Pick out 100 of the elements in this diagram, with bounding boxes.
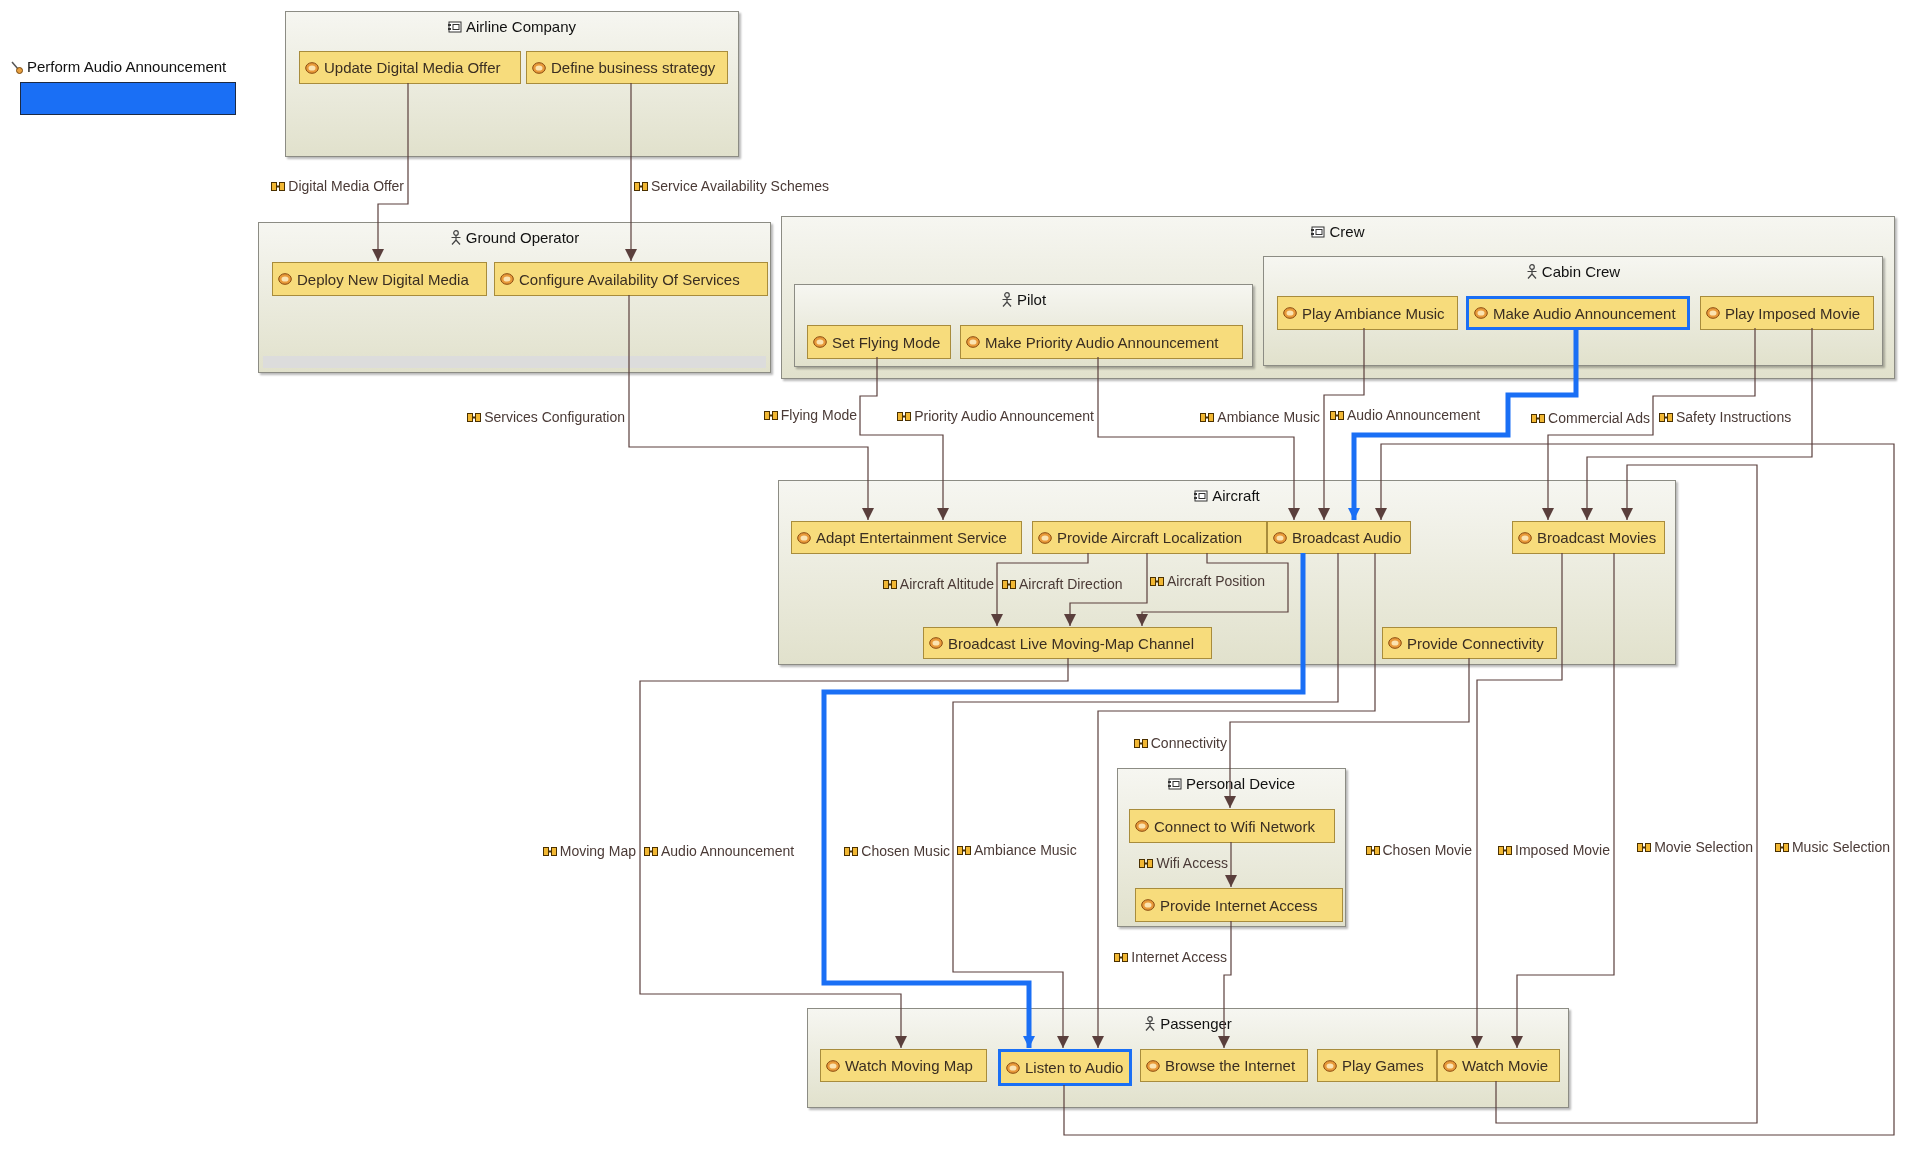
container-title: Personal Device (1185, 775, 1296, 792)
function-label: Adapt Entertainment Service (816, 529, 1007, 546)
function-label: Connect to Wifi Network (1154, 817, 1315, 835)
edge-label: Aircraft Direction (1019, 576, 1123, 592)
container-title: Aircraft (1212, 487, 1260, 504)
function-label: Broadcast Live Moving-Map Channel (948, 634, 1194, 652)
edge-label: Internet Access (1131, 949, 1227, 965)
edge-label: Safety Instructions (1676, 409, 1792, 425)
arrow (1581, 327, 1813, 521)
arrow (1064, 552, 1148, 627)
function-box (272, 262, 487, 296)
edge-label: Imposed Movie (1515, 842, 1610, 858)
function-box (923, 627, 1212, 659)
arrow (1471, 552, 1563, 1049)
edge-label: Ambiance Music (974, 842, 1077, 858)
arrow (1136, 552, 1289, 627)
edge-label: Services Configuration (484, 409, 625, 425)
container-title: Crew (1329, 223, 1365, 240)
function-box (998, 1049, 1132, 1086)
function-box (1277, 296, 1458, 330)
arrow (1511, 552, 1615, 1049)
function-label: Make Priority Audio Announcement (985, 333, 1219, 351)
function-label: Watch Moving Map (845, 1057, 973, 1074)
function-label: Broadcast Audio (1292, 529, 1402, 546)
entity-container (781, 216, 1895, 379)
entity-container (1117, 768, 1346, 927)
function-label: Watch Movie (1462, 1057, 1549, 1074)
entity-container (778, 480, 1676, 665)
function-label: Define business strategy (551, 59, 716, 76)
arrow (1318, 327, 1365, 521)
function-box (820, 1049, 987, 1082)
function-box (526, 51, 728, 84)
function-box (1140, 1049, 1308, 1082)
function-label: Listen to Audio (1025, 1059, 1124, 1076)
edge-label: Wifi Access (1156, 855, 1228, 871)
function-box (1032, 521, 1267, 554)
function-box (494, 262, 768, 296)
edge-label: Audio Announcement (1347, 407, 1481, 423)
edge-label: Moving Map (559, 843, 636, 859)
arrow (372, 82, 409, 262)
edge-label: Music Selection (1791, 839, 1890, 855)
arrow (628, 294, 874, 521)
function-box (1129, 809, 1335, 843)
legend-label: Perform Audio Announcement (27, 58, 227, 75)
function-box (1382, 627, 1557, 659)
arrow (1218, 920, 1232, 1049)
actor-container (794, 284, 1253, 367)
function-label: Configure Availability Of Services (519, 270, 740, 288)
edge-label: Connectivity (1150, 735, 1227, 751)
arrow (1542, 327, 1756, 521)
function-box (791, 521, 1022, 554)
edge-label: Chosen Movie (1382, 842, 1472, 858)
function-label: Play Games (1342, 1057, 1424, 1074)
function-box (1317, 1049, 1437, 1082)
function-box (1466, 296, 1690, 330)
function-box (1512, 521, 1665, 554)
entity-container (285, 11, 739, 157)
edge-label: Chosen Music (861, 843, 950, 859)
edge-label: Flying Mode (780, 407, 857, 423)
container-title: Airline Company (465, 18, 576, 35)
actor-container (1263, 256, 1883, 366)
arrow (859, 356, 949, 521)
arrow (1225, 841, 1237, 888)
arrow (1092, 552, 1376, 1049)
function-label: Set Flying Mode (832, 333, 941, 351)
function-label: Provide Connectivity (1407, 634, 1544, 652)
arrow (1348, 328, 1579, 520)
container-title: Cabin Crew (1541, 263, 1621, 280)
edge-label: Aircraft Position (1167, 573, 1266, 589)
edge-label: Priority Audio Announcement (914, 408, 1094, 424)
edge-label: Aircraft Altitude (899, 576, 994, 592)
container-title: Ground Operator (465, 229, 580, 246)
container-title: Passenger (1160, 1015, 1232, 1032)
function-label: Play Ambiance Music (1302, 304, 1445, 322)
function-label: Browse the Internet (1165, 1057, 1296, 1074)
function-label: Deploy New Digital Media (297, 270, 469, 288)
arrow (1495, 464, 1758, 1124)
arrow (952, 552, 1339, 1049)
function-label: Provide Aircraft Localization (1057, 529, 1243, 546)
function-label: Update Digital Media Offer (324, 59, 501, 76)
edge-label: Commercial Ads (1548, 410, 1650, 426)
arrow (1063, 443, 1895, 1136)
arrow (821, 553, 1306, 1048)
function-box (1135, 888, 1343, 922)
arrow (625, 82, 637, 262)
edge-label: Ambiance Music (1217, 409, 1320, 425)
edge-label: Service Availability Schemes (651, 178, 829, 194)
function-box (1437, 1049, 1560, 1082)
function-label: Make Audio Announcement (1493, 304, 1676, 322)
actor-container (258, 222, 771, 373)
function-box (960, 325, 1243, 359)
edge-label: Audio Announcement (661, 843, 795, 859)
arrow (991, 552, 1089, 627)
edge-label: Movie Selection (1654, 839, 1753, 855)
container-title: Pilot (1016, 291, 1047, 308)
arrow (1224, 657, 1470, 809)
function-box (807, 325, 951, 359)
actor-container (807, 1008, 1569, 1108)
function-label: Broadcast Movies (1537, 529, 1657, 546)
function-label: Play Imposed Movie (1725, 304, 1861, 322)
